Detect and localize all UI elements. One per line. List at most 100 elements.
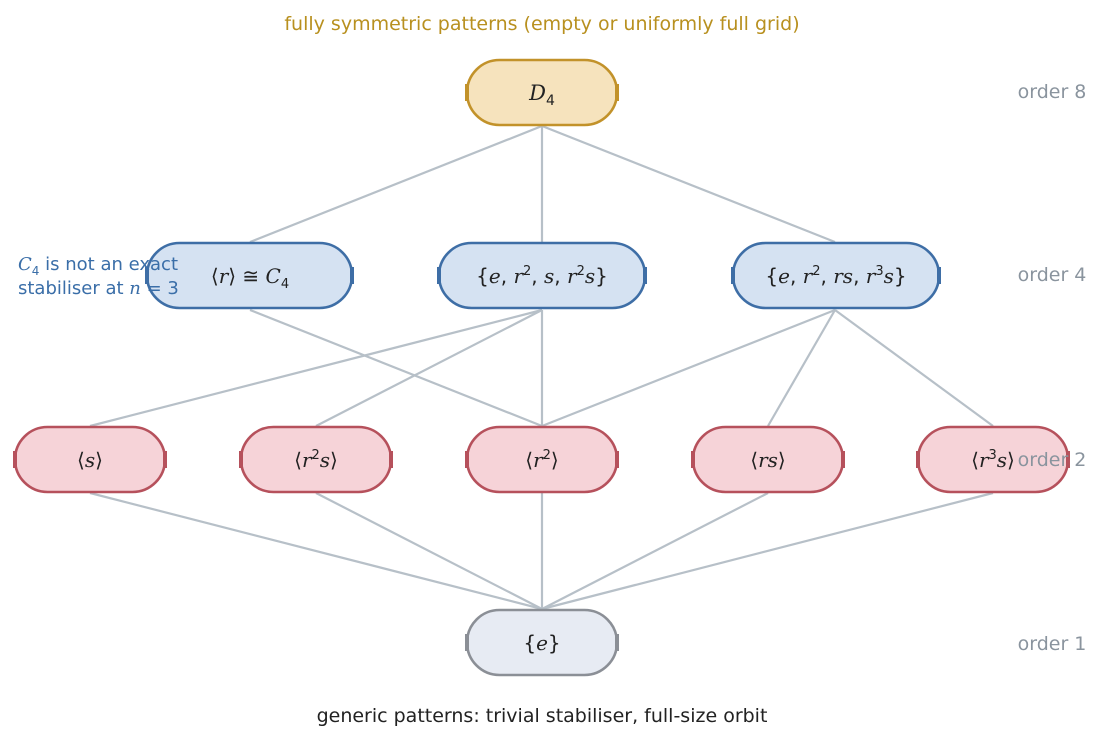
klein-rs-s: s bbox=[884, 264, 894, 288]
cyclic-subscript: 4 bbox=[281, 277, 289, 292]
r2-sup: 2 bbox=[543, 448, 551, 463]
s-var: s bbox=[85, 448, 95, 472]
klein-s-sup: 2 bbox=[523, 264, 531, 279]
klein-s-r: r bbox=[513, 264, 524, 288]
edge-r2s-trivial bbox=[315, 492, 543, 610]
trivial-close: } bbox=[548, 631, 561, 655]
node-rs: ⟨rs⟩ bbox=[691, 425, 845, 494]
r3s-left: ⟨ bbox=[971, 448, 979, 472]
s-left: ⟨ bbox=[77, 448, 85, 472]
r3s-right: ⟩ bbox=[1007, 448, 1015, 472]
edge-rs-trivial bbox=[541, 492, 769, 610]
klein-s-comma: , bbox=[501, 264, 514, 288]
klein-rs-comma-2: , bbox=[821, 264, 834, 288]
svg-text:⟨s⟩: ⟨s⟩ bbox=[77, 448, 103, 472]
svg-text:⟨r⟩ ≅ C4: ⟨r⟩ ≅ C4 bbox=[211, 264, 289, 292]
klein-rs-comma: , bbox=[790, 264, 803, 288]
klein-s-s: s bbox=[544, 264, 554, 288]
r2s-sup: 2 bbox=[312, 448, 320, 463]
klein-rs-open: { bbox=[765, 264, 778, 288]
edge-d4-klein-rs bbox=[541, 124, 836, 244]
edge-klein-rs-r2 bbox=[541, 308, 836, 428]
svg-text:⟨r2⟩: ⟨r2⟩ bbox=[525, 448, 558, 472]
note-line-1: C4 is not an exact bbox=[18, 254, 178, 278]
bottom-caption: generic patterns: trivial stabiliser, fu… bbox=[317, 705, 768, 727]
klein-rs-comma-3: , bbox=[853, 264, 866, 288]
node-cyclic-r: ⟨r⟩ ≅ C4 bbox=[145, 241, 354, 310]
cyclic-var: r bbox=[219, 264, 230, 288]
svg-text:⟨r2s⟩: ⟨r2s⟩ bbox=[294, 448, 338, 472]
rs-var: rs bbox=[758, 448, 778, 472]
note-line-2-value: = 3 bbox=[141, 278, 179, 299]
r2s-right: ⟩ bbox=[330, 448, 338, 472]
svg-text:{e}: {e} bbox=[523, 631, 560, 655]
r2s-var: r bbox=[302, 448, 313, 472]
edge-cyclic-r2 bbox=[249, 308, 543, 428]
trivial-open: { bbox=[523, 631, 536, 655]
r2-var: r bbox=[533, 448, 544, 472]
klein-s-r-2: r bbox=[567, 264, 578, 288]
top-caption: fully symmetric patterns (empty or unifo… bbox=[284, 13, 799, 35]
trivial-var: e bbox=[536, 631, 548, 655]
klein-s-close: } bbox=[595, 264, 608, 288]
klein-s-sup-2: 2 bbox=[577, 264, 585, 279]
r2-left: ⟨ bbox=[525, 448, 533, 472]
node-r2s: ⟨r2s⟩ bbox=[239, 425, 393, 494]
edge-klein-s-s bbox=[89, 308, 543, 428]
cyclic-isomorphism: ⟩ ≅ bbox=[228, 264, 265, 288]
r3s-var: r bbox=[979, 448, 990, 472]
s-right: ⟩ bbox=[95, 448, 103, 472]
klein-rs-e: e bbox=[778, 264, 790, 288]
klein-s-comma-2: , bbox=[531, 264, 544, 288]
klein-rs-sup: 2 bbox=[812, 264, 820, 279]
klein-rs-close: } bbox=[894, 264, 907, 288]
node-s: ⟨s⟩ bbox=[13, 425, 167, 494]
klein-rs-sup3: 3 bbox=[875, 264, 883, 279]
rs-right: ⟩ bbox=[778, 448, 786, 472]
edge-klein-rs-r3s bbox=[834, 309, 994, 427]
klein-rs-rs: rs bbox=[833, 264, 853, 288]
edge-r3s-trivial bbox=[541, 491, 994, 611]
node-d4: D4 bbox=[465, 58, 619, 127]
r3s-var2: s bbox=[997, 448, 1007, 472]
order-label-8: order 8 bbox=[1018, 81, 1087, 103]
klein-s-e: e bbox=[489, 264, 501, 288]
edge-d4-cyclic bbox=[249, 124, 543, 244]
edge-s-trivial bbox=[89, 491, 543, 611]
d4-subscript: 4 bbox=[546, 93, 555, 109]
klein-s-open: { bbox=[476, 264, 489, 288]
cyclic-base: C bbox=[266, 264, 281, 288]
svg-text:{e, r2, rs, r3s}: {e, r2, rs, r3s} bbox=[765, 264, 906, 288]
note-line-2: stabiliser at n = 3 bbox=[18, 278, 179, 299]
note-line-1-text: is not an exact bbox=[39, 254, 178, 275]
r2s-left: ⟨ bbox=[294, 448, 302, 472]
svg-text:⟨rs⟩: ⟨rs⟩ bbox=[750, 448, 785, 472]
note-c-symbol: C bbox=[18, 254, 32, 275]
note-c-subscript: 4 bbox=[32, 264, 40, 278]
svg-text:⟨r3s⟩: ⟨r3s⟩ bbox=[971, 448, 1015, 472]
node-klein-s: {e, r2, s, r2s} bbox=[437, 241, 647, 310]
node-r2: ⟨r2⟩ bbox=[465, 425, 619, 494]
node-trivial: {e} bbox=[465, 608, 619, 677]
edge-klein-s-r2s bbox=[315, 309, 543, 427]
node-klein-rs: {e, r2, rs, r3s} bbox=[731, 241, 941, 310]
cyclic-left-bracket: ⟨ bbox=[211, 264, 219, 288]
r2-right: ⟩ bbox=[551, 448, 559, 472]
edge-klein-rs-rs bbox=[767, 309, 836, 427]
lattice-edges bbox=[89, 124, 994, 611]
klein-rs-r: r bbox=[803, 264, 814, 288]
node-r3s: ⟨r3s⟩ bbox=[916, 425, 1070, 494]
klein-s-comma-3: , bbox=[554, 264, 567, 288]
svg-text:{e, r2, s, r2s}: {e, r2, s, r2s} bbox=[476, 264, 608, 288]
d4-label: D bbox=[528, 81, 546, 105]
order-label-2: order 2 bbox=[1018, 449, 1087, 471]
note-n-var: n bbox=[129, 278, 141, 299]
klein-rs-r3: r bbox=[866, 264, 877, 288]
svg-text:D4: D4 bbox=[528, 81, 555, 109]
klein-s-s-2: s bbox=[585, 264, 595, 288]
r2s-var2: s bbox=[320, 448, 330, 472]
rs-left: ⟨ bbox=[750, 448, 758, 472]
order-label-1: order 1 bbox=[1018, 633, 1087, 655]
r3s-sup: 3 bbox=[989, 448, 997, 463]
